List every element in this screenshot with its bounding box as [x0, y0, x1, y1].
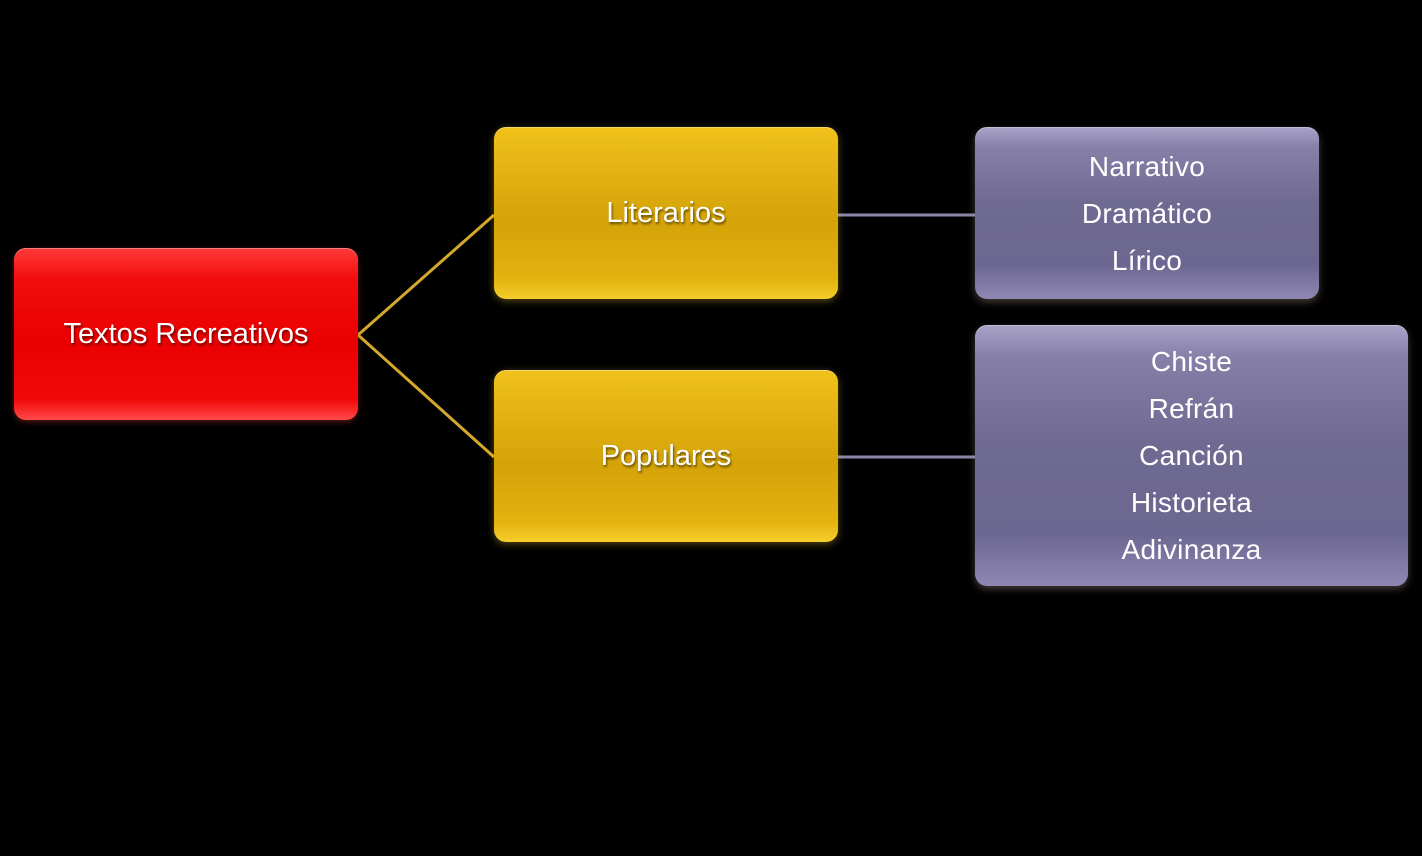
branch-label-literarios: Literarios [606, 196, 726, 229]
leaf-list-literarios: Narrativo Dramático Lírico [975, 127, 1319, 299]
leaf-item-narrativo: Narrativo [1088, 150, 1206, 182]
leaf-item-chiste: Chiste [1150, 346, 1233, 377]
leaf-list-populares: Chiste Refrán Canción Historieta Adivina… [975, 325, 1408, 586]
leaf-item-historieta: Historieta [1130, 487, 1253, 518]
branch-label-populares: Populares [600, 439, 732, 472]
root-node: Textos Recreativos [14, 248, 358, 420]
connector-root-populares [356, 333, 496, 459]
branch-node-populares: Populares [494, 370, 838, 542]
leaf-item-cancion: Canción [1139, 440, 1244, 471]
leaf-item-adivinanza: Adivinanza [1121, 534, 1262, 565]
connector-root-literarios [357, 213, 495, 337]
root-label: Textos Recreativos [63, 317, 309, 350]
leaf-item-lirico: Lírico [1111, 244, 1183, 276]
branch-node-literarios: Literarios [494, 127, 838, 299]
leaf-item-dramatico: Dramático [1081, 197, 1213, 229]
leaf-item-refran: Refrán [1148, 393, 1235, 424]
